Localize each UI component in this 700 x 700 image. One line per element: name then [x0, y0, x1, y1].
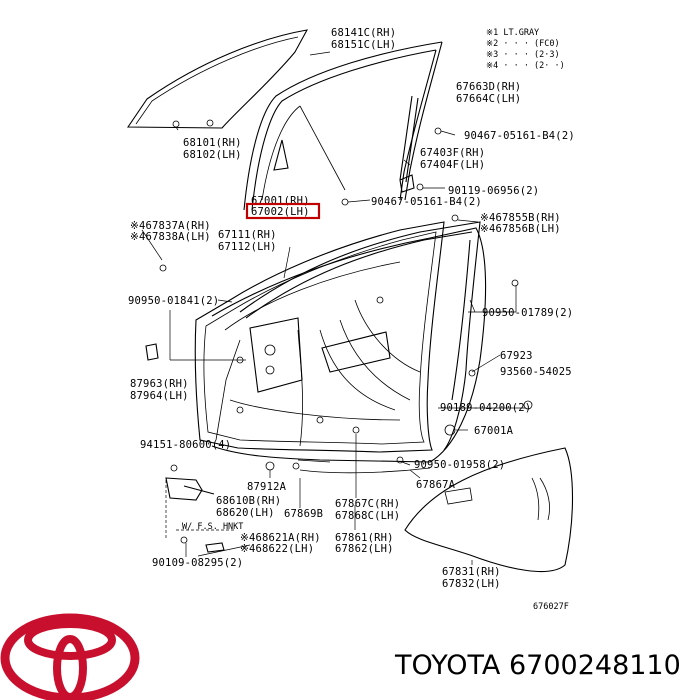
callout-labels: 68141C(RH) 68151C(LH) 67663D(RH) 67664C(… [128, 27, 575, 612]
callout-67001a: 67001A [474, 425, 514, 437]
callout-67861: 67861(RH) [335, 532, 394, 544]
callout-67837: ※467837A(RH) [130, 220, 211, 232]
callout-67868: 67868C(LH) [335, 510, 400, 522]
window-frame [243, 41, 443, 211]
callout-68141: 68141C(RH) [331, 27, 396, 39]
callout-87912: 87912A [247, 481, 287, 493]
callout-90950-lower: 90950-01958(2) [414, 459, 505, 471]
toyota-logo [0, 613, 140, 700]
callout-67404: 67404F(LH) [420, 159, 485, 171]
door-shell-outer [239, 221, 481, 451]
callout-68101: 68101(RH) [183, 137, 242, 149]
door-glass [126, 29, 309, 129]
figure-number: 676027F [533, 602, 569, 612]
glass-run-strip [399, 95, 419, 183]
door-hinge [165, 464, 236, 544]
callout-68610: 68610B(RH) [216, 495, 281, 507]
callout-90109: 90109-08295(2) [152, 557, 243, 569]
callout-90119: 90119-06956(2) [448, 185, 539, 197]
callout-90950-left: 90950-01841(2) [128, 295, 219, 307]
color-legend: ※1 LT.GRAY ※2 · · · (FC0) ※3 · · · (2·3)… [486, 28, 565, 71]
callout-67867a: 67867A [416, 479, 456, 491]
callout-68102: 68102(LH) [183, 149, 242, 161]
callout-93560: 93560-54025 [500, 366, 572, 378]
callout-68621: ※468621A(RH) [240, 532, 321, 544]
legend-line-1: ※1 LT.GRAY [486, 28, 539, 38]
callout-67112: 67112(LH) [218, 241, 277, 253]
leader-lines [141, 51, 526, 565]
legend-line-2: ※2 · · · (FC0) [486, 39, 560, 49]
legend-line-4: ※4 · · · (2· ·) [486, 61, 565, 71]
callout-67002: 67002(LH) [251, 206, 310, 218]
legend-line-3: ※3 · · · (2·3) [486, 50, 560, 60]
callout-68622: ※468622(LH) [240, 543, 314, 555]
door-weatherstrip [211, 227, 487, 463]
callout-90467-top: 90467-05161-B4(2) [464, 130, 575, 142]
callout-67663: 67663D(RH) [456, 81, 521, 93]
callout-67862: 67862(LH) [335, 543, 394, 555]
callout-67855: ※467855B(RH) [480, 212, 561, 224]
callout-67664: 67664C(LH) [456, 93, 521, 105]
door-lower-strips [297, 459, 431, 474]
callout-87963: 87963(RH) [130, 378, 189, 390]
callout-90189: 90189-04200(2) [440, 402, 531, 414]
callout-hinge-note: W/ F.S. HNKT [182, 522, 243, 532]
callout-67867c: 67867C(RH) [335, 498, 400, 510]
callout-90467-mid: 90467-05161-B4(2) [371, 196, 482, 208]
callout-90950-right: 90950-01789(2) [482, 307, 573, 319]
door-trim-panel [404, 447, 573, 573]
door-panel [194, 221, 445, 453]
callout-68620: 68620(LH) [216, 507, 275, 519]
callout-67838: ※467838A(LH) [130, 231, 211, 243]
highlight-box [245, 202, 321, 220]
footer-part-number: 6700248110 [509, 650, 681, 681]
footer-brand: TOYOTA [395, 650, 501, 681]
callout-67831: 67831(RH) [442, 566, 501, 578]
callout-68151: 68151C(LH) [331, 39, 396, 51]
callout-67403: 67403F(RH) [420, 147, 485, 159]
callout-67111: 67111(RH) [218, 229, 277, 241]
callout-94151: 94151-80600(4) [140, 439, 231, 451]
callout-67869: 67869B [284, 508, 323, 520]
callout-67856: ※467856B(LH) [480, 223, 561, 235]
callout-67923: 67923 [500, 350, 533, 362]
footer-caption: TOYOTA 6700248110 [395, 650, 681, 681]
callout-67832: 67832(LH) [442, 578, 501, 590]
callout-87964: 87964(LH) [130, 390, 189, 402]
